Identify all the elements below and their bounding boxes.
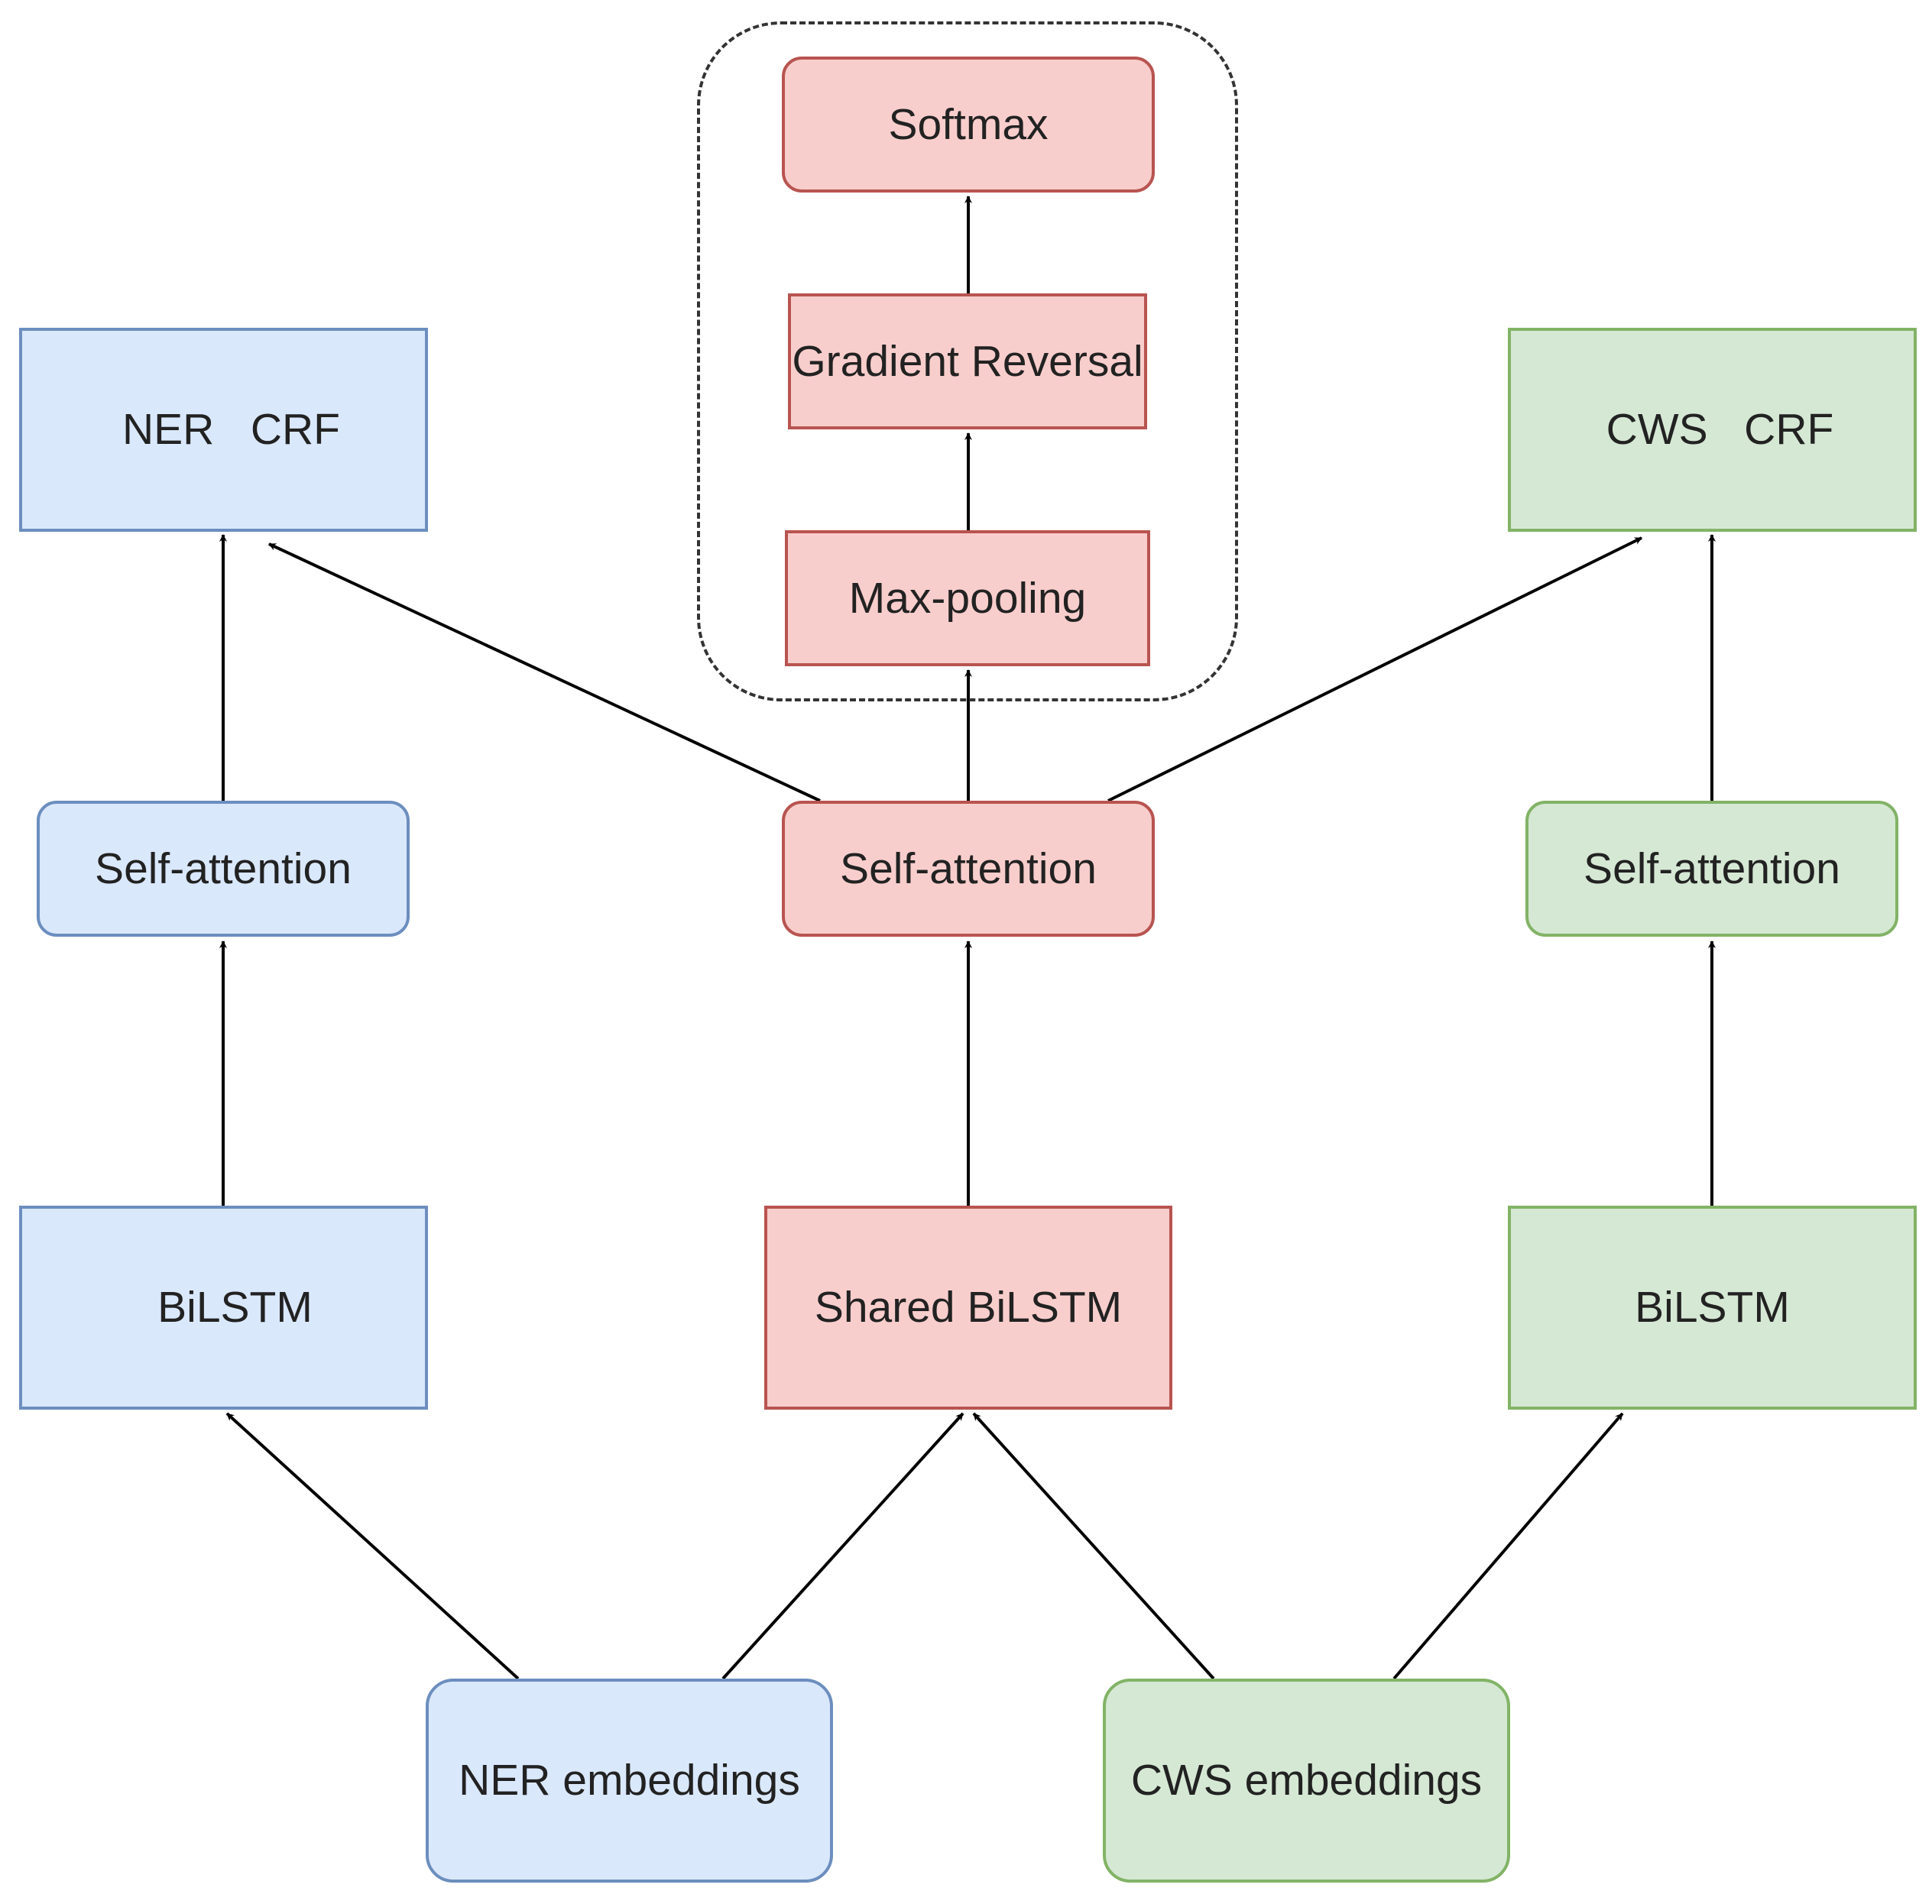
ner-self-attention-node: Self-attention <box>37 801 410 937</box>
softmax-label: Softmax <box>888 99 1049 149</box>
cws-embeddings-node: CWS embeddings <box>1103 1679 1510 1883</box>
cws-self-attention-label: Self-attention <box>1584 844 1840 893</box>
gradient-reversal-label: Gradient Reversal <box>792 336 1143 386</box>
max-pooling-label: Max-pooling <box>848 573 1087 623</box>
cws-self-attention-node: Self-attention <box>1525 801 1898 937</box>
ner-embeddings-node: NER embeddings <box>426 1679 833 1883</box>
cws-crf-node: CWS CRF <box>1508 328 1917 532</box>
shared-bilstm-label: Shared BiLSTM <box>814 1283 1123 1332</box>
arrow-cws-embeddings-to-shared-bilstm <box>972 1412 1215 1680</box>
ner-crf-node: NER CRF <box>19 328 428 532</box>
gradient-reversal-node: Gradient Reversal <box>788 293 1147 429</box>
arrow-cws-embeddings-to-cws-bilstm <box>1392 1412 1624 1680</box>
cws-crf-label: CWS CRF <box>1606 405 1834 454</box>
cws-bilstm-label: BiLSTM <box>1635 1283 1790 1332</box>
arrow-ner-embeddings-to-ner-bilstm <box>225 1412 520 1680</box>
arrow-ner-embeddings-to-shared-bilstm <box>721 1412 964 1680</box>
adversarial-branch-group <box>697 21 1238 701</box>
shared-self-attention-node: Self-attention <box>782 801 1155 937</box>
ner-self-attention-label: Self-attention <box>95 844 352 893</box>
arrow-shared-attention-to-ner-crf <box>268 542 821 802</box>
ner-bilstm-node: BiLSTM <box>19 1206 428 1410</box>
max-pooling-node: Max-pooling <box>785 530 1150 666</box>
ner-crf-label: NER CRF <box>122 405 340 454</box>
shared-self-attention-label: Self-attention <box>840 844 1097 893</box>
shared-bilstm-node: Shared BiLSTM <box>764 1206 1172 1410</box>
softmax-node: Softmax <box>782 57 1155 193</box>
cws-embeddings-label: CWS embeddings <box>1130 1756 1483 1805</box>
ner-bilstm-label: BiLSTM <box>157 1283 313 1332</box>
arrow-shared-attention-to-cws-crf <box>1107 536 1642 802</box>
ner-embeddings-label: NER embeddings <box>459 1756 800 1805</box>
cws-bilstm-node: BiLSTM <box>1508 1206 1917 1410</box>
